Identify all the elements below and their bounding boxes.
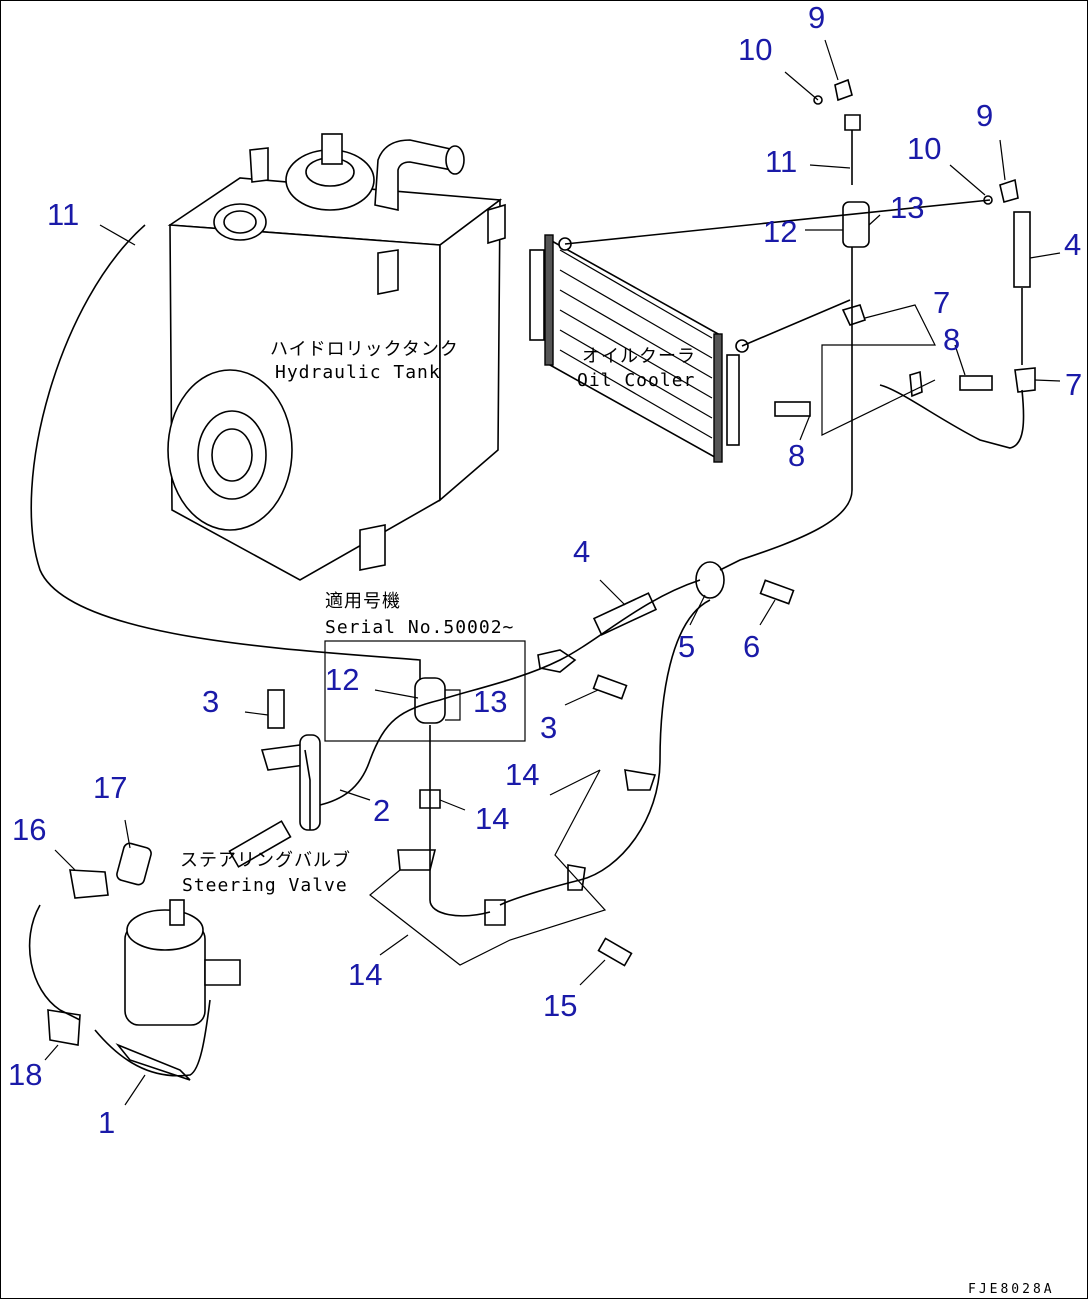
part-number-5: 5 (678, 629, 695, 664)
part-number-callouts: 9 10 9 10 11 13 12 4 11 7 8 7 8 4 5 6 12… (8, 0, 1082, 1140)
part-number-11: 11 (765, 144, 797, 179)
steering-valve-label-en: Steering Valve (182, 875, 348, 896)
part-number-6: 6 (743, 629, 760, 664)
part-number-12: 12 (763, 214, 797, 249)
part-number-12: 12 (325, 662, 359, 697)
part-number-11: 11 (47, 197, 79, 232)
part-number-8: 8 (788, 438, 805, 473)
mid-fittings (228, 561, 795, 868)
part-number-2: 2 (373, 793, 390, 828)
steering-valve (47, 734, 321, 1081)
part-number-17: 17 (93, 770, 127, 805)
hydraulic-tank-label-en: Hydraulic Tank (275, 362, 441, 383)
part-number-18: 18 (8, 1057, 42, 1092)
part-number-13: 13 (473, 684, 507, 719)
drawing-code: FJE8028A (968, 1282, 1055, 1297)
part-number-4: 4 (573, 534, 590, 569)
part-number-14: 14 (475, 801, 509, 836)
part-number-7: 7 (933, 285, 950, 320)
leader-lines (44, 39, 1061, 1106)
part-number-14: 14 (505, 757, 539, 792)
part-number-9: 9 (976, 98, 993, 133)
hydraulic-tank-label-jp: ハイドロリックタンク (270, 339, 459, 360)
part-number-1: 1 (98, 1105, 115, 1140)
part-number-4: 4 (1064, 227, 1081, 262)
cooler-fittings (774, 78, 1036, 417)
serial-label-jp: 適用号機 (325, 591, 401, 612)
part-number-7: 7 (1065, 367, 1082, 402)
part-number-9: 9 (808, 0, 825, 35)
oil-cooler-label-en: Oil Cooler (577, 370, 695, 391)
steering-valve-label-jp: ステアリングバルブ (180, 849, 351, 871)
part-number-15: 15 (543, 988, 577, 1023)
part-number-3: 3 (202, 684, 219, 719)
component-labels: ハイドロリックタンク Hydraulic Tank オイルクーラ Oil Coo… (180, 339, 1055, 1297)
oil-cooler-label-jp: オイルクーラ (582, 346, 696, 367)
oil-cooler (529, 234, 749, 463)
clamps (397, 769, 657, 967)
part-number-13: 13 (890, 190, 924, 225)
part-number-8: 8 (943, 322, 960, 357)
part-number-10: 10 (907, 131, 941, 166)
piping (28, 199, 1025, 1077)
part-number-3: 3 (540, 710, 557, 745)
serial-label-en: Serial No.50002~ (325, 617, 514, 638)
hydraulic-tank (167, 133, 506, 581)
part-number-14: 14 (348, 957, 382, 992)
part-number-16: 16 (12, 812, 46, 847)
part-number-10: 10 (738, 32, 772, 67)
